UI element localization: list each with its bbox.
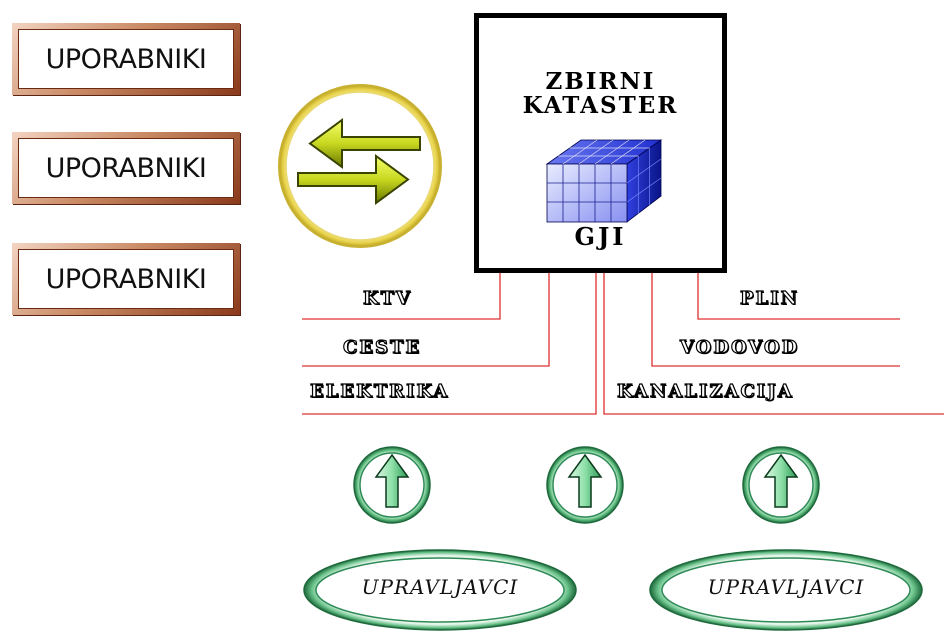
- users-box: UPORABNIKI: [12, 243, 240, 315]
- network-label-vodovod: VODOVOD: [679, 336, 800, 358]
- users-label: UPORABNIKI: [18, 138, 234, 198]
- network-label-kanalizacija: KANALIZACIJA: [616, 380, 794, 402]
- up-arrow-icon: [742, 446, 820, 524]
- cadastre-title-line1: ZBIRNI: [545, 68, 656, 95]
- cadastre-title: ZBIRNI KATASTER: [479, 70, 722, 118]
- connector-ceste: [302, 273, 550, 367]
- network-label-ktv: KTV: [362, 287, 413, 309]
- network-label-ceste: CESTE: [342, 336, 422, 358]
- users-box: UPORABNIKI: [12, 23, 240, 95]
- cadastre-subtitle: GJI: [574, 222, 627, 251]
- up-arrow-icon: [546, 446, 624, 524]
- managers-ellipse: UPRAVLJAVCI: [302, 548, 578, 632]
- bidirectional-arrows-icon: [278, 84, 442, 248]
- data-cube-icon: [545, 139, 663, 223]
- users-label: UPORABNIKI: [18, 29, 234, 89]
- up-arrow-icon: [353, 446, 431, 524]
- network-label-plin: PLIN: [739, 287, 800, 309]
- cadastre-box: ZBIRNI KATASTER: [474, 13, 727, 273]
- network-label-elektrika: ELEKTRIKA: [309, 380, 450, 402]
- ellipse-frame: [303, 549, 577, 631]
- managers-label: UPRAVLJAVCI: [361, 575, 519, 599]
- managers-label: UPRAVLJAVCI: [707, 575, 865, 599]
- users-box: UPORABNIKI: [12, 132, 240, 204]
- ellipse-frame: [649, 549, 923, 631]
- users-label: UPORABNIKI: [18, 249, 234, 309]
- managers-ellipse: UPRAVLJAVCI: [648, 548, 924, 632]
- cadastre-title-line2: KATASTER: [522, 92, 679, 119]
